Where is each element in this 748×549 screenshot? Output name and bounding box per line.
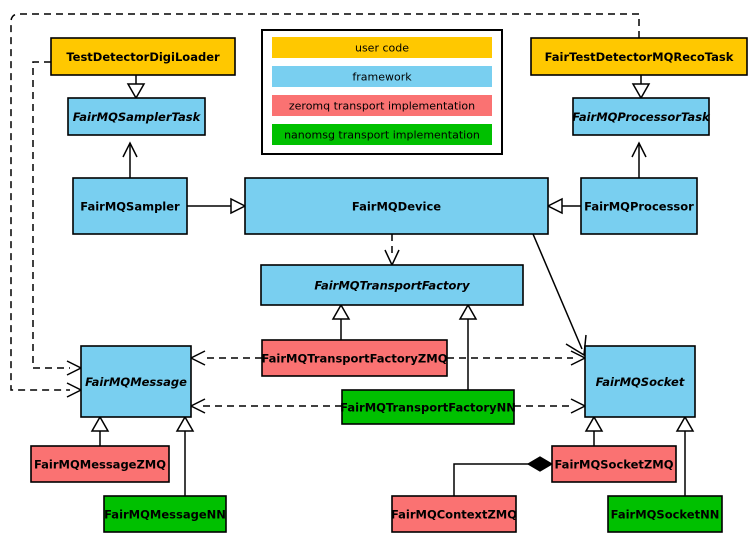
legend-swatch <box>272 95 492 116</box>
association-arrowhead-device-socket <box>565 334 587 357</box>
edge-recotask-to-message <box>10 13 640 391</box>
dependency-arrowhead-message-from-factoryzmq <box>189 350 206 366</box>
edge-layer <box>10 13 686 496</box>
class-node-fairmqprocessortask[interactable]: FairMQProcessorTask <box>572 97 711 136</box>
generalization-arrowhead-device-right <box>546 197 563 215</box>
class-node-box[interactable] <box>551 445 677 483</box>
dependency-arrowhead-message-from-factorynn <box>189 398 206 414</box>
class-node-box[interactable] <box>261 339 448 377</box>
class-node-box[interactable] <box>50 37 236 76</box>
class-node-fairmqdevice[interactable]: FairMQDevice <box>244 177 549 235</box>
class-node-box[interactable] <box>391 495 517 533</box>
class-node-box[interactable] <box>580 177 698 235</box>
legend-swatch <box>272 37 492 58</box>
class-node-fairtestdetectormqrecotask[interactable]: FairTestDetectorMQRecoTask <box>530 37 748 76</box>
class-node-fairmqmessagezmq[interactable]: FairMQMessageZMQ <box>30 445 170 483</box>
generalization-arrowhead-message-zmq <box>90 415 110 432</box>
class-node-fairmqsampler[interactable]: FairMQSampler <box>72 177 188 235</box>
legend-swatch <box>272 124 492 145</box>
class-node-box[interactable] <box>260 264 524 306</box>
class-node-fairmqsocket[interactable]: FairMQSocket <box>584 345 696 418</box>
legend-item-user-code: user code <box>272 37 492 58</box>
generalization-arrowhead-device-left <box>230 197 247 215</box>
dependency-arrowhead-socket-from-factoryzmq <box>570 350 587 366</box>
class-node-box[interactable] <box>607 495 723 533</box>
association-arrowhead-sampler-samplertask <box>122 141 138 158</box>
class-node-fairmqtransportfactory[interactable]: FairMQTransportFactory <box>260 264 524 306</box>
class-node-box[interactable] <box>30 445 170 483</box>
legend-item-nanomsg: nanomsg transport implementation <box>272 124 492 145</box>
class-node-box[interactable] <box>530 37 748 76</box>
edge-digiloader-to-message <box>32 61 70 369</box>
legend-swatch <box>272 66 492 87</box>
edge-device-assoc-socket <box>532 233 583 350</box>
legend-item-framework: framework <box>272 66 492 87</box>
class-node-fairmqsocketzmq[interactable]: FairMQSocketZMQ <box>551 445 677 483</box>
generalization-arrowhead-socket-nn <box>675 415 695 432</box>
class-node-box[interactable] <box>341 389 515 425</box>
class-node-box[interactable] <box>103 495 227 533</box>
generalization-arrowhead-samplertask <box>126 83 146 100</box>
composition-diamond-socketzmq <box>526 456 554 472</box>
generalization-arrowhead-message-nn <box>175 415 195 432</box>
class-node-fairmqtransportfactoryzmq[interactable]: FairMQTransportFactoryZMQ <box>261 339 448 377</box>
class-node-box[interactable] <box>572 97 710 136</box>
dependency-arrowhead-socket-from-factorynn <box>570 398 587 414</box>
legend-item-zeromq: zeromq transport implementation <box>272 95 492 116</box>
class-node-box[interactable] <box>72 177 188 235</box>
generalization-arrowhead-socket-zmq <box>584 415 604 432</box>
class-node-fairmqmessage[interactable]: FairMQMessage <box>80 345 192 418</box>
generalization-arrowhead-transportfactory-nn <box>458 303 478 320</box>
generalization-arrowhead-transportfactory-zmq <box>331 303 351 320</box>
class-node-testdetectordigiloader[interactable]: TestDetectorDigiLoader <box>50 37 236 76</box>
edge-contextzmq-comp-socketzmq <box>453 463 531 496</box>
class-node-fairmqmessagenn[interactable]: FairMQMessageNN <box>103 495 227 533</box>
generalization-arrowhead-processortask <box>631 83 651 100</box>
class-node-box[interactable] <box>584 345 696 418</box>
class-node-fairmqtransportfactorynn[interactable]: FairMQTransportFactoryNN <box>340 389 516 425</box>
class-node-box[interactable] <box>80 345 192 418</box>
class-node-fairmqcontextzmq[interactable]: FairMQContextZMQ <box>391 495 517 533</box>
class-node-box[interactable] <box>244 177 549 235</box>
class-node-fairmqprocessor[interactable]: FairMQProcessor <box>580 177 698 235</box>
class-node-fairmqsamplertask[interactable]: FairMQSamplerTask <box>67 97 206 136</box>
association-arrowhead-processor-processortask <box>631 141 647 158</box>
class-node-fairmqsocketnn[interactable]: FairMQSocketNN <box>607 495 723 533</box>
legend: user code framework zeromq transport imple… <box>261 29 503 155</box>
class-node-box[interactable] <box>67 97 206 136</box>
